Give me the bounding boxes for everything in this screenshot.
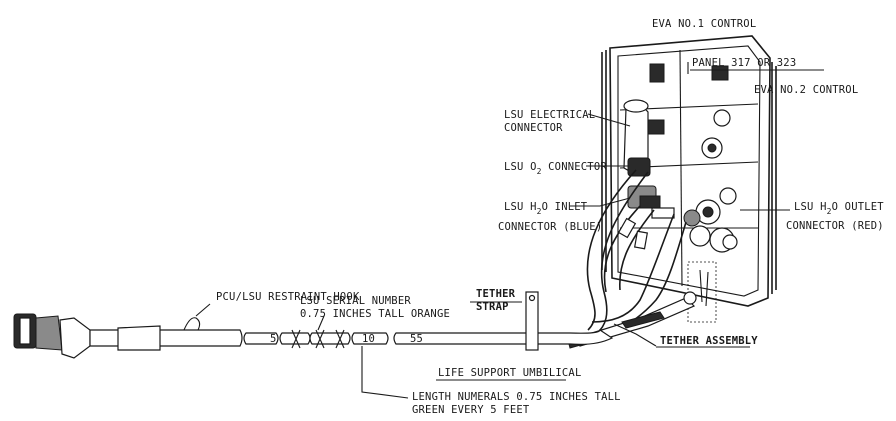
- label-length-numerals: LENGTH NUMERALS 0.75 INCHES TALL: [412, 391, 621, 403]
- hose: [586, 169, 637, 331]
- leader-length-numerals: [361, 346, 409, 399]
- label-serial-size: 0.75 INCHES TALL ORANGE: [300, 308, 450, 320]
- panel-switch: [647, 119, 665, 135]
- label-inlet-suffix: O INLET: [542, 201, 588, 213]
- label-inlet-prefix: LSU H: [504, 201, 537, 213]
- label-eva-no1-control: EVA NO.1 CONTROL: [652, 18, 756, 30]
- umbilical-end-coupling: [35, 315, 63, 351]
- tether-strap-hole: [528, 294, 536, 302]
- leader-lines: [195, 62, 824, 399]
- label-outlet-connector-red: CONNECTOR (RED): [786, 220, 884, 232]
- umbilical-break-segment: [243, 332, 279, 345]
- electrical-connector-cap: [623, 99, 649, 113]
- h2o-inlet-connector-body: [639, 195, 661, 209]
- umbilical-break-segment: [309, 332, 351, 345]
- panel-lower-connector: [689, 225, 711, 247]
- length-numeral-55: 55: [410, 333, 423, 345]
- label-o2-suffix: CONNECTOR: [542, 161, 608, 173]
- umbilical-hose: [13, 291, 614, 359]
- label-o2-subscript: 2: [537, 167, 542, 176]
- hose-band: [633, 230, 649, 250]
- leader-serial: [317, 315, 325, 331]
- panel-frame: [609, 35, 771, 307]
- panel-connectors: [623, 99, 675, 219]
- hose: [619, 209, 655, 291]
- label-lsu-electrical: LSU ELECTRICAL: [504, 109, 595, 121]
- label-panel: PANEL 317 OR 323: [692, 57, 796, 69]
- leader-hook: [195, 303, 211, 317]
- label-inlet-connector-blue: CONNECTOR (BLUE): [498, 221, 602, 233]
- hose-bundle: [586, 169, 687, 335]
- label-o2-prefix: LSU O: [504, 161, 537, 173]
- restraint-hook: [183, 317, 201, 331]
- o2-connector: [627, 157, 651, 177]
- label-restraint-hook: PCU/LSU RESTRAINT HOOK: [216, 291, 360, 303]
- label-outlet-prefix: LSU H: [794, 201, 827, 213]
- break-marks: [291, 329, 345, 349]
- umbilical-numbered-segment: [351, 332, 389, 345]
- umbilical-break-segment: [279, 332, 311, 345]
- h2o-fitting: [651, 207, 675, 219]
- label-length-every-5-feet: GREEN EVERY 5 FEET: [412, 404, 530, 416]
- umbilical-long-segment: [393, 328, 614, 345]
- hose: [591, 213, 675, 323]
- label-outlet-subscript: 2: [827, 207, 832, 216]
- label-lsu-h2o-inlet: LSU H2O INLET: [504, 201, 588, 216]
- panel-gauge-center: [707, 143, 717, 153]
- leader-tether-assembly: [613, 323, 657, 347]
- panel-knob: [713, 109, 731, 127]
- length-numeral-5: 5: [270, 333, 277, 345]
- umbilical-sleeve: [117, 325, 161, 351]
- hose: [603, 205, 641, 293]
- label-tether-assembly: TETHER ASSEMBLY: [660, 335, 758, 347]
- label-lsu-h2o-outlet: LSU H2O OUTLET: [794, 201, 884, 216]
- label-inlet-subscript: 2: [537, 207, 542, 216]
- tether-grip: [621, 311, 665, 329]
- label-electrical-connector: CONNECTOR: [504, 122, 563, 134]
- label-eva-no2-control: EVA NO.2 CONTROL: [754, 84, 858, 96]
- panel-switch: [649, 63, 665, 83]
- leader-electrical: [587, 113, 631, 127]
- umbilical-end-connector-face: [19, 317, 31, 345]
- tether-strap: [525, 291, 539, 351]
- label-life-support-umbilical: LIFE SUPPORT UMBILICAL: [438, 367, 581, 379]
- label-serial-number: LSU SERIAL NUMBER: [300, 295, 411, 307]
- label-tether: TETHER: [476, 288, 516, 300]
- panel-lower-connector-ring: [722, 234, 738, 250]
- leader-inlet: [570, 197, 631, 207]
- h2o-outlet-connector-core: [702, 206, 714, 218]
- panel-divider: [679, 49, 683, 287]
- length-numeral-10: 10: [362, 333, 375, 345]
- label-strap: STRAP: [476, 301, 509, 313]
- umbilical-end-sleeve: [59, 317, 91, 359]
- label-lsu-o2-connector: LSU O2 CONNECTOR: [504, 161, 607, 176]
- panel-fitting: [683, 209, 701, 227]
- panel-left-handle: [601, 50, 607, 272]
- label-outlet-suffix: O OUTLET: [832, 201, 885, 213]
- panel-knob: [719, 187, 737, 205]
- umbilical-segment: [89, 329, 243, 347]
- hose-band: [617, 217, 637, 239]
- hose: [595, 171, 649, 335]
- tether-hook: [683, 291, 697, 305]
- tether-mount-post: [699, 269, 709, 307]
- panel-inner-frame: [617, 45, 761, 297]
- panel-right-handle: [771, 62, 777, 294]
